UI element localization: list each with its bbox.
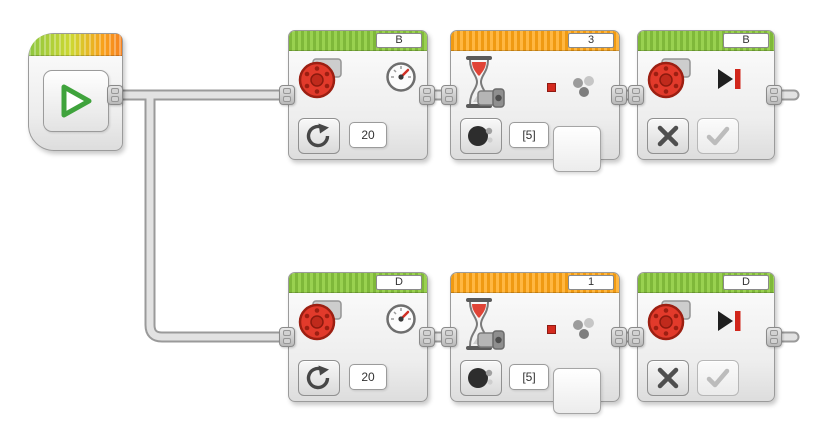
- mode-selector-button[interactable]: [647, 360, 689, 396]
- play-stop-bar-icon: [718, 311, 741, 331]
- play-stop-bar-icon: [718, 69, 741, 89]
- wait-block[interactable]: 1 [5]: [450, 272, 620, 414]
- sequence-socket[interactable]: [441, 327, 457, 347]
- port-selector[interactable]: 3: [568, 33, 614, 48]
- large-motor-on-block[interactable]: D 20: [288, 272, 428, 402]
- sequence-plug[interactable]: [611, 327, 627, 347]
- large-motor-icon: [647, 300, 691, 341]
- sequence-socket[interactable]: [441, 85, 457, 105]
- dots-icon: [573, 76, 594, 97]
- check-icon: [706, 126, 730, 146]
- threshold-input[interactable]: [5]: [509, 122, 549, 148]
- large-motor-on-block[interactable]: B 20: [288, 30, 428, 160]
- start-block-header: [29, 34, 122, 56]
- play-button[interactable]: [43, 70, 109, 132]
- sequence-plug[interactable]: [107, 85, 123, 105]
- red-square-icon: [547, 83, 556, 92]
- large-motor-off-block[interactable]: B: [637, 30, 775, 160]
- speedometer-icon: [386, 304, 416, 334]
- start-block[interactable]: [28, 33, 123, 151]
- large-motor-icon: [298, 58, 342, 99]
- x-icon: [657, 125, 679, 147]
- rotate-arrow-icon: [306, 365, 330, 390]
- speedometer-icon: [386, 62, 416, 92]
- sequence-plug[interactable]: [611, 85, 627, 105]
- red-square-icon: [547, 325, 556, 334]
- power-input[interactable]: 20: [349, 364, 387, 390]
- empty-input-tab[interactable]: [553, 368, 601, 414]
- sequence-plug[interactable]: [766, 327, 782, 347]
- large-motor-icon: [647, 58, 691, 99]
- sequence-socket[interactable]: [279, 85, 295, 105]
- brake-option-button[interactable]: [697, 118, 739, 154]
- power-input[interactable]: 20: [349, 122, 387, 148]
- mode-selector-button[interactable]: [460, 360, 502, 396]
- sequence-socket[interactable]: [279, 327, 295, 347]
- rotate-arrow-icon: [306, 123, 330, 148]
- check-icon: [706, 368, 730, 388]
- mode-selector-button[interactable]: [298, 360, 340, 396]
- port-selector[interactable]: B: [723, 33, 769, 48]
- sensor-icon: [477, 330, 505, 350]
- port-selector[interactable]: B: [376, 33, 422, 48]
- compare-color-icon: [468, 126, 493, 146]
- large-motor-icon: [298, 300, 342, 341]
- mode-selector-button[interactable]: [647, 118, 689, 154]
- sequence-plug[interactable]: [419, 327, 435, 347]
- mode-selector-button[interactable]: [460, 118, 502, 154]
- sequence-plug[interactable]: [419, 85, 435, 105]
- sequence-plug[interactable]: [766, 85, 782, 105]
- threshold-input[interactable]: [5]: [509, 364, 549, 390]
- x-icon: [657, 367, 679, 389]
- compare-color-icon: [468, 368, 493, 388]
- port-selector[interactable]: D: [723, 275, 769, 290]
- port-selector[interactable]: 1: [568, 275, 614, 290]
- dots-icon: [573, 318, 594, 339]
- port-selector[interactable]: D: [376, 275, 422, 290]
- wait-block[interactable]: 3 [5]: [450, 30, 620, 172]
- sequence-socket[interactable]: [628, 85, 644, 105]
- sensor-icon: [477, 88, 505, 108]
- mode-selector-button[interactable]: [298, 118, 340, 154]
- brake-option-button[interactable]: [697, 360, 739, 396]
- large-motor-off-block[interactable]: D: [637, 272, 775, 402]
- play-icon: [61, 84, 92, 118]
- empty-input-tab[interactable]: [553, 126, 601, 172]
- sequence-socket[interactable]: [628, 327, 644, 347]
